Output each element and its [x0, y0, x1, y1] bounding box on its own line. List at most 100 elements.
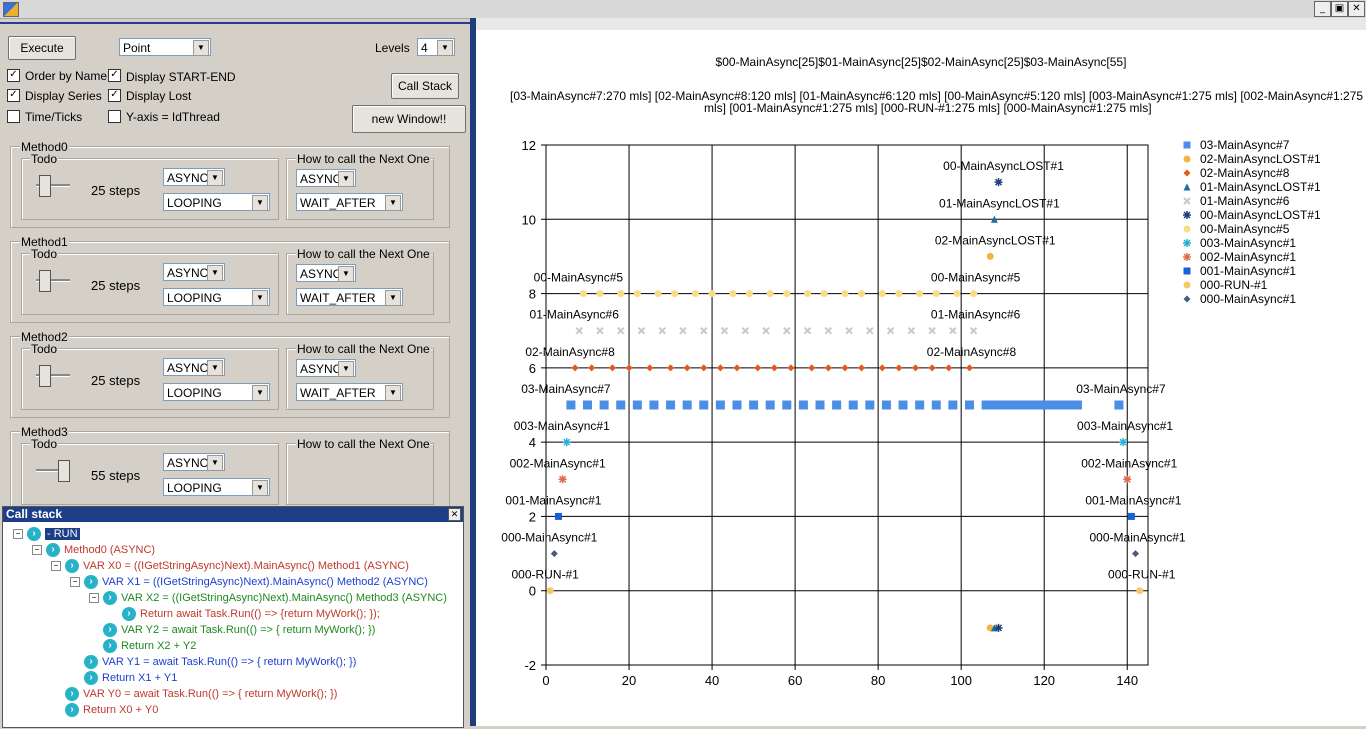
next-mode-select[interactable]: ASYNC▼: [296, 359, 356, 377]
steps-slider-thumb[interactable]: [39, 365, 51, 387]
tree-node[interactable]: −›- RUN: [13, 527, 80, 542]
data-point: [898, 400, 908, 410]
data-point: [1183, 295, 1191, 303]
call-stack-button[interactable]: Call Stack: [391, 73, 459, 99]
collapse-icon[interactable]: −: [51, 561, 61, 572]
order-by-name-checkbox[interactable]: ✓: [7, 69, 20, 82]
collapse-icon[interactable]: −: [70, 577, 80, 588]
data-point: [1183, 183, 1191, 191]
data-point: [566, 400, 576, 410]
method-group: [10, 241, 450, 323]
data-point: [741, 327, 749, 335]
data-point: [708, 290, 716, 298]
mode-select[interactable]: ASYNC▼: [163, 453, 225, 471]
legend-entry: 02-MainAsync#8: [1200, 166, 1290, 180]
loop-select[interactable]: LOOPING▼: [163, 478, 270, 496]
data-point: [649, 400, 659, 410]
display-series-checkbox[interactable]: ✓: [7, 89, 20, 102]
plot-border: [545, 144, 1149, 666]
data-point: [716, 364, 724, 372]
steps-slider-track[interactable]: [36, 469, 70, 472]
tree-node[interactable]: ›VAR Y1 = await Task.Run(() => { return …: [70, 655, 356, 670]
data-point: [866, 327, 874, 335]
data-point: [720, 327, 729, 335]
loop-select[interactable]: LOOPING▼: [163, 193, 270, 211]
step-arrow-icon: ›: [122, 607, 136, 622]
collapse-icon[interactable]: −: [13, 529, 23, 540]
mode-select[interactable]: ASYNC▼: [163, 263, 225, 281]
tree-node[interactable]: −›VAR X1 = ((IGetStringAsync)Next).MainA…: [70, 575, 428, 590]
steps-slider-track[interactable]: [36, 279, 70, 282]
display-lost-checkbox[interactable]: ✓: [108, 89, 121, 102]
minimize-button[interactable]: _: [1314, 1, 1331, 17]
step-arrow-icon: ›: [103, 623, 117, 638]
new-window-button[interactable]: new Window!!: [352, 105, 466, 133]
next-wait-select[interactable]: WAIT_AFTER▼: [296, 193, 403, 211]
close-button[interactable]: ✕: [1348, 1, 1365, 17]
mode-select[interactable]: ASYNC▼: [163, 168, 225, 186]
restore-button[interactable]: ▣: [1331, 1, 1348, 17]
legend-entry: 03-MainAsync#7: [1200, 138, 1290, 152]
collapse-icon[interactable]: −: [32, 545, 42, 556]
step-arrow-icon: ›: [84, 655, 98, 670]
tree-node[interactable]: −›Method0 (ASYNC): [32, 543, 155, 558]
data-point: [1114, 400, 1124, 410]
mode-select[interactable]: ASYNC▼: [163, 358, 225, 376]
chart-header-line3: mls] [001-MainAsync#1:275 mls] [000-RUN-…: [704, 101, 1152, 115]
steps-slider-track[interactable]: [36, 184, 70, 187]
data-point: [878, 364, 886, 372]
data-point: [546, 587, 554, 595]
chevron-down-icon: ▼: [207, 455, 223, 471]
tree-node[interactable]: −›VAR X0 = ((IGetStringAsync)Next).MainA…: [51, 559, 409, 574]
next-wait-select[interactable]: WAIT_AFTER▼: [296, 383, 403, 401]
next-wait-value: WAIT_AFTER: [300, 291, 376, 305]
todo-group: [21, 443, 279, 505]
data-point: [848, 400, 858, 410]
data-point: [916, 290, 924, 298]
tree-node[interactable]: ›VAR Y2 = await Task.Run(() => { return …: [89, 623, 375, 638]
loop-select[interactable]: LOOPING▼: [163, 383, 270, 401]
levels-select[interactable]: 4▼: [417, 38, 455, 56]
point-label: 02-MainAsync#8: [927, 345, 1017, 359]
method-title: Method0: [20, 140, 69, 154]
point-label: 01-MainAsync#6: [931, 308, 1021, 322]
steps-slider-thumb[interactable]: [39, 270, 51, 292]
next-mode-select[interactable]: ASYNC▼: [296, 169, 356, 187]
data-point: [948, 400, 958, 410]
tree-node[interactable]: ›Return X0 + Y0: [51, 703, 158, 718]
data-point: [998, 400, 1008, 410]
scatter-chart: $00-MainAsync[25]$01-MainAsync[25]$02-Ma…: [501, 55, 1363, 688]
data-point: [1048, 400, 1058, 410]
time-ticks-checkbox[interactable]: [7, 110, 20, 123]
next-mode-select[interactable]: ASYNC▼: [296, 264, 356, 282]
chart-type-select[interactable]: Point▼: [119, 38, 211, 56]
data-point: [625, 364, 633, 372]
display-start-end-checkbox[interactable]: ✓: [108, 69, 121, 82]
data-point: [596, 327, 604, 335]
tree-node[interactable]: −›VAR X2 = ((IGetStringAsync)Next).MainA…: [89, 591, 447, 606]
tree-node[interactable]: ›VAR Y0 = await Task.Run(() => { return …: [51, 687, 337, 702]
yaxis-idthread-checkbox[interactable]: [108, 110, 121, 123]
todo-title: Todo: [30, 152, 59, 166]
tree-node[interactable]: ›Return X2 + Y2: [89, 639, 196, 654]
steps-label: 55 steps: [91, 468, 141, 483]
loop-select[interactable]: LOOPING▼: [163, 288, 270, 306]
steps-slider-track[interactable]: [36, 374, 70, 377]
tree-node[interactable]: ›Return X1 + Y1: [70, 671, 178, 686]
next-wait-select[interactable]: WAIT_AFTER▼: [296, 288, 403, 306]
splitter[interactable]: [470, 18, 476, 726]
data-point: [824, 364, 832, 372]
mode-value: ASYNC: [167, 361, 209, 375]
todo-title: Todo: [30, 342, 59, 356]
series-11: [550, 550, 1140, 558]
collapse-icon[interactable]: −: [89, 593, 99, 604]
series-9: [554, 512, 1135, 520]
data-point: [558, 475, 567, 484]
steps-slider-thumb[interactable]: [39, 175, 51, 197]
tree-node-label: Return X1 + Y1: [102, 672, 178, 684]
tree-node[interactable]: ›Return await Task.Run(() => {return MyW…: [108, 607, 380, 622]
execute-button[interactable]: Execute: [8, 36, 76, 60]
steps-slider-thumb[interactable]: [58, 460, 70, 482]
data-point: [1183, 155, 1191, 163]
close-icon[interactable]: ✕: [448, 508, 461, 521]
